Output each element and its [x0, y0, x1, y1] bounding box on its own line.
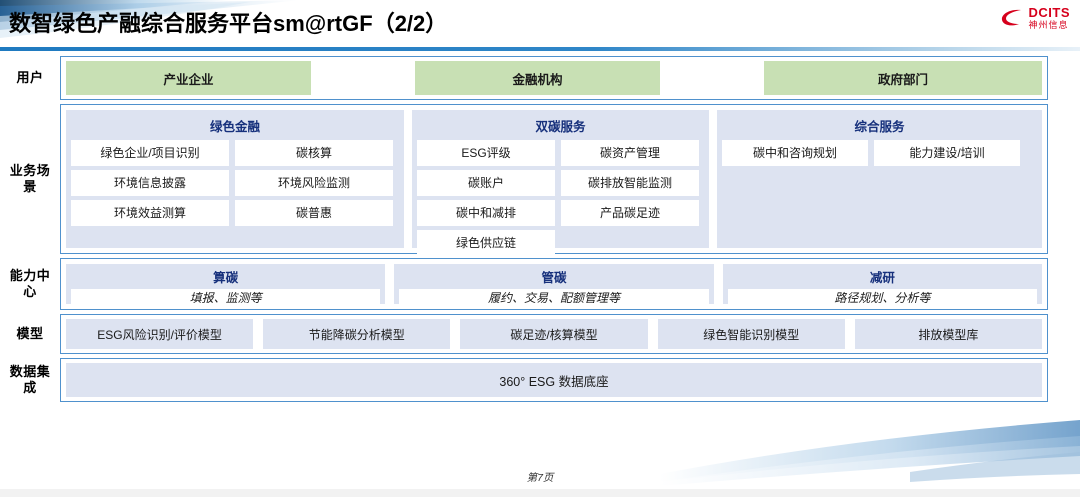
capability-title: 算碳 [213, 271, 239, 285]
row-body-data-integration: 360° ESG 数据底座 [60, 358, 1048, 402]
scenario-chip[interactable]: 碳排放智能监测 [561, 170, 699, 196]
slide-header: 数智绿色产融综合服务平台sm@rtGF（2/2） DCITS 神州信息 [0, 0, 1080, 52]
scenario-chip[interactable]: 碳中和减排 [417, 200, 555, 226]
row-body-model: ESG风险识别/评价模型 节能降碳分析模型 碳足迹/核算模型 绿色智能识别模型 … [60, 314, 1048, 354]
capability-subtitle: 履约、交易、配额管理等 [399, 289, 709, 306]
capability-panel: 管碳 履约、交易、配额管理等 [394, 264, 714, 306]
brand-logo: DCITS 神州信息 [999, 6, 1071, 30]
capability-subtitle: 路径规划、分析等 [727, 289, 1037, 306]
capability-subtitle: 填报、监测等 [71, 289, 381, 306]
scenario-chip[interactable]: 产品碳足迹 [561, 200, 699, 226]
scenario-chip[interactable]: 碳普惠 [235, 200, 393, 226]
panel-dual-carbon-service: 双碳服务 ESG评级 碳资产管理 碳账户 碳排放智能监测 碳中和减排 产品碳足迹… [412, 110, 709, 256]
scenario-chip[interactable]: 能力建设/培训 [874, 140, 1020, 166]
scenario-chip[interactable]: 碳核算 [235, 140, 393, 166]
capability-title: 减研 [869, 271, 895, 285]
user-box[interactable]: 金融机构 [415, 61, 660, 95]
model-box[interactable]: 绿色智能识别模型 [657, 319, 845, 349]
panel-green-finance: 绿色金融 绿色企业/项目识别 碳核算 环境信息披露 环境风险监测 环境效益测算 … [66, 110, 404, 248]
row-body-users: 产业企业 金融机构 政府部门 [60, 56, 1048, 100]
spacer [311, 61, 415, 95]
user-box[interactable]: 政府部门 [764, 61, 1042, 95]
panel-items: ESG评级 碳资产管理 碳账户 碳排放智能监测 碳中和减排 产品碳足迹 绿色供应… [417, 140, 704, 256]
bottom-strip [0, 489, 1080, 497]
model-box[interactable]: 碳足迹/核算模型 [460, 319, 648, 349]
scenario-chip[interactable]: 碳资产管理 [561, 140, 699, 166]
row-body-business-scenario: 绿色金融 绿色企业/项目识别 碳核算 环境信息披露 环境风险监测 环境效益测算 … [60, 104, 1048, 256]
model-box[interactable]: 节能降碳分析模型 [263, 319, 451, 349]
scenario-chip[interactable]: 碳账户 [417, 170, 555, 196]
page-number: 第7页 [526, 472, 554, 484]
capability-title: 管碳 [541, 271, 567, 285]
row-label-capability-center: 能力中心 [9, 268, 51, 299]
model-box[interactable]: 排放模型库 [854, 319, 1043, 349]
model-box[interactable]: ESG风险识别/评价模型 [66, 319, 254, 349]
scenario-chip[interactable]: 绿色企业/项目识别 [71, 140, 229, 166]
user-box-track: 产业企业 金融机构 政府部门 [66, 61, 1042, 95]
row-body-capability-center: 算碳 填报、监测等 管碳 履约、交易、配额管理等 减研 路径规划、分析等 [60, 258, 1048, 310]
scenario-chip[interactable]: 绿色供应链 [417, 230, 555, 256]
scenario-chip[interactable]: ESG评级 [417, 140, 555, 166]
panel-title: 综合服务 [854, 120, 905, 134]
panel-title: 绿色金融 [209, 120, 260, 134]
data-foundation-box[interactable]: 360° ESG 数据底座 [66, 363, 1042, 397]
page-title: 数智绿色产融综合服务平台sm@rtGF（2/2） [9, 11, 448, 36]
row-capability-center: 能力中心 算碳 填报、监测等 管碳 履约、交易、配额管理等 减研 路径规划、分析… [0, 258, 1080, 310]
row-label-business-scenario: 业务场景 [9, 163, 51, 194]
row-users: 用户 产业企业 金融机构 政府部门 [0, 56, 1080, 100]
user-box[interactable]: 产业企业 [66, 61, 311, 95]
panel-items: 碳中和咨询规划 能力建设/培训 [722, 140, 1037, 166]
row-label-model: 模型 [16, 326, 44, 342]
architecture-diagram: 用户 产业企业 金融机构 政府部门 业务场景 绿色金融 绿色企业/项目识别 碳核… [0, 56, 1080, 406]
capability-panel: 减研 路径规划、分析等 [722, 264, 1042, 306]
swoosh-logo-icon [999, 8, 1025, 28]
logo-text-cn: 神州信息 [1028, 20, 1069, 30]
row-model: 模型 ESG风险识别/评价模型 节能降碳分析模型 碳足迹/核算模型 绿色智能识别… [0, 314, 1080, 354]
spacer [660, 61, 764, 95]
logo-text-en: DCITS [1028, 5, 1070, 20]
row-business-scenario: 业务场景 绿色金融 绿色企业/项目识别 碳核算 环境信息披露 环境风险监测 环境… [0, 104, 1080, 256]
scenario-chip[interactable]: 环境信息披露 [71, 170, 229, 196]
panel-comprehensive-service: 综合服务 碳中和咨询规划 能力建设/培训 [717, 110, 1042, 248]
title-divider [0, 47, 1080, 51]
scenario-chip[interactable]: 环境效益测算 [71, 200, 229, 226]
row-label-users: 用户 [16, 70, 44, 86]
row-label-data-integration: 数据集成 [9, 364, 51, 395]
row-data-integration: 数据集成 360° ESG 数据底座 [0, 358, 1080, 402]
panel-items: 绿色企业/项目识别 碳核算 环境信息披露 环境风险监测 环境效益测算 碳普惠 [71, 140, 399, 226]
capability-panel: 算碳 填报、监测等 [66, 264, 386, 306]
scenario-chip[interactable]: 环境风险监测 [235, 170, 393, 196]
panel-title: 双碳服务 [535, 120, 586, 134]
scenario-chip[interactable]: 碳中和咨询规划 [722, 140, 868, 166]
